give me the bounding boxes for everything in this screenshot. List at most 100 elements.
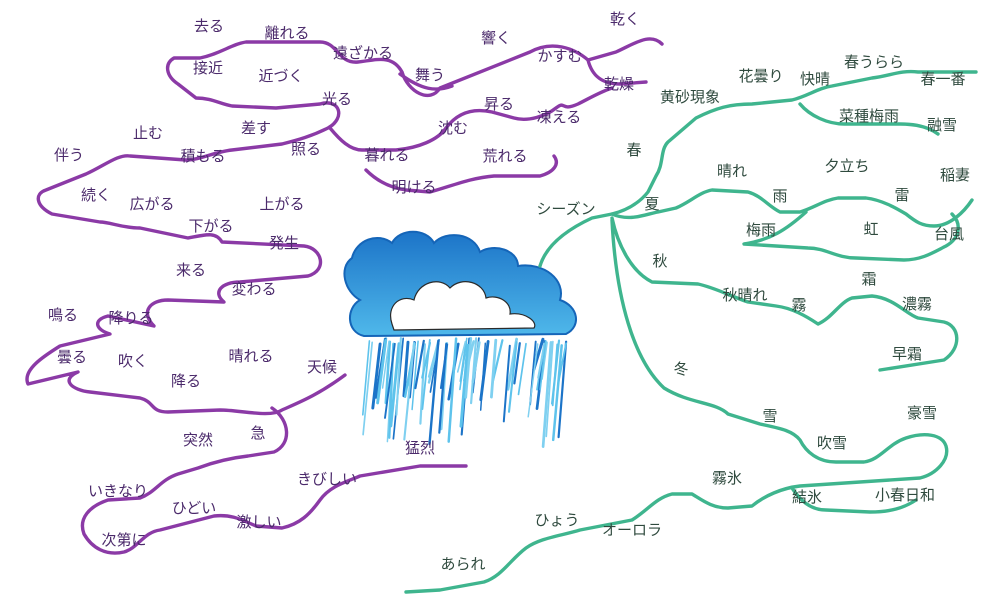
season-word: 稲妻	[939, 166, 971, 184]
rain-streak	[527, 343, 539, 418]
rain-streak	[517, 342, 527, 396]
season-word: 台風	[933, 225, 965, 243]
weather-word: 上がる	[259, 195, 305, 213]
weather-word: 去る	[193, 17, 225, 35]
weather-word: 近づく	[258, 67, 304, 85]
season-word: 雷	[894, 186, 910, 204]
rain-streak	[428, 339, 440, 446]
rain-streak	[479, 342, 487, 411]
rain-streak	[507, 341, 518, 413]
season-word: あられ	[440, 555, 486, 573]
weather-word: 曇る	[56, 348, 88, 366]
season-word: 雪	[762, 407, 778, 425]
season-word: 霧氷	[711, 469, 743, 487]
rain-streak	[459, 343, 470, 428]
season-word: 春	[626, 141, 642, 159]
weather-word: 来る	[175, 261, 207, 279]
weather-word: 止む	[132, 124, 164, 142]
rain-streak	[402, 340, 410, 398]
weather-word: いきなり	[87, 482, 149, 500]
rain-streak	[464, 337, 473, 399]
season-word: 融雪	[926, 116, 958, 134]
rain-streak	[395, 336, 402, 416]
season-word: 虹	[863, 220, 879, 238]
weather-word: 続く	[80, 186, 112, 204]
weather-word: 明ける	[391, 178, 437, 196]
season-word: 冬	[673, 360, 689, 378]
rain-streak	[541, 341, 553, 448]
rain-streak	[376, 338, 388, 405]
weather-word: かすむ	[537, 47, 583, 65]
weather-word: 猛烈	[404, 439, 436, 457]
weather-word: 沈む	[437, 119, 469, 137]
rain-streak	[557, 340, 568, 439]
season-word: 結氷	[791, 488, 823, 506]
rain-streaks	[361, 336, 568, 448]
rain-streak	[361, 340, 371, 416]
rain-streak	[470, 337, 478, 405]
season-word: オーロラ	[601, 521, 663, 539]
season-word: 春うらら	[843, 53, 905, 71]
weather-word: 吹く	[117, 352, 149, 370]
rain-streak	[403, 341, 416, 441]
rain-streak	[384, 340, 392, 405]
rain-streak	[414, 339, 425, 390]
weather-word: 光る	[321, 90, 353, 108]
cloud-rain-icon	[343, 230, 577, 448]
weather-word: 次第に	[101, 531, 147, 549]
rain-streak	[371, 342, 382, 410]
weather-word: 急	[250, 424, 266, 442]
weather-word: 広がる	[129, 195, 175, 213]
weather-word: ひどい	[171, 499, 217, 517]
weather-word: 舞う	[414, 66, 446, 84]
weather-word: 積もる	[180, 147, 226, 165]
weather-word: きびしい	[296, 470, 358, 488]
weather-word: 下がる	[188, 217, 234, 235]
rain-streak	[362, 341, 374, 436]
weather-word: 接近	[192, 59, 224, 77]
season-word: 雨	[772, 187, 788, 205]
rain-streak	[551, 343, 559, 407]
rain-streak	[447, 337, 458, 443]
rain-streak	[545, 340, 554, 438]
rain-streak	[539, 339, 547, 391]
season-branch	[404, 69, 978, 594]
weather-word: 乾燥	[603, 75, 635, 93]
rain-streak	[439, 343, 449, 390]
cloud-center-white	[390, 281, 536, 331]
season-word: 晴れ	[716, 162, 748, 180]
rain-streak	[551, 344, 563, 442]
weather-branch	[25, 37, 664, 555]
weather-word: 降りる	[108, 309, 154, 327]
weather-word: 響く	[480, 29, 512, 47]
season-word: 秋	[652, 252, 668, 270]
season-word: 春一番	[920, 70, 966, 88]
rain-streak	[381, 340, 390, 389]
season-word: ひょう	[534, 511, 580, 529]
season-word: 秋晴れ	[722, 286, 768, 304]
season-word: 梅雨	[745, 221, 777, 239]
rain-streak	[389, 342, 401, 428]
rain-streak	[459, 337, 468, 391]
weather-word: 晴れる	[228, 347, 274, 365]
rain-streak	[419, 343, 426, 425]
weather-word: 凍える	[536, 108, 582, 126]
weather-word: 昇る	[483, 95, 515, 113]
season-word: 豪雪	[906, 404, 938, 422]
weather-word: 遠ざかる	[332, 44, 394, 62]
weather-word: 降る	[170, 372, 202, 390]
rain-streak	[537, 342, 546, 379]
season-word: 濃霧	[901, 295, 933, 313]
weather-word: 離れる	[264, 24, 310, 42]
weather-word: 発生	[268, 234, 300, 252]
rain-streak	[456, 340, 467, 373]
weather-word: 照る	[290, 140, 322, 158]
season-word: 快晴	[799, 70, 831, 88]
rain-streak	[384, 342, 396, 419]
weather-word: 激しい	[236, 513, 282, 531]
season-root-label: シーズン	[536, 200, 596, 218]
rain-streak	[411, 340, 419, 411]
weather-word: 差す	[240, 119, 272, 137]
